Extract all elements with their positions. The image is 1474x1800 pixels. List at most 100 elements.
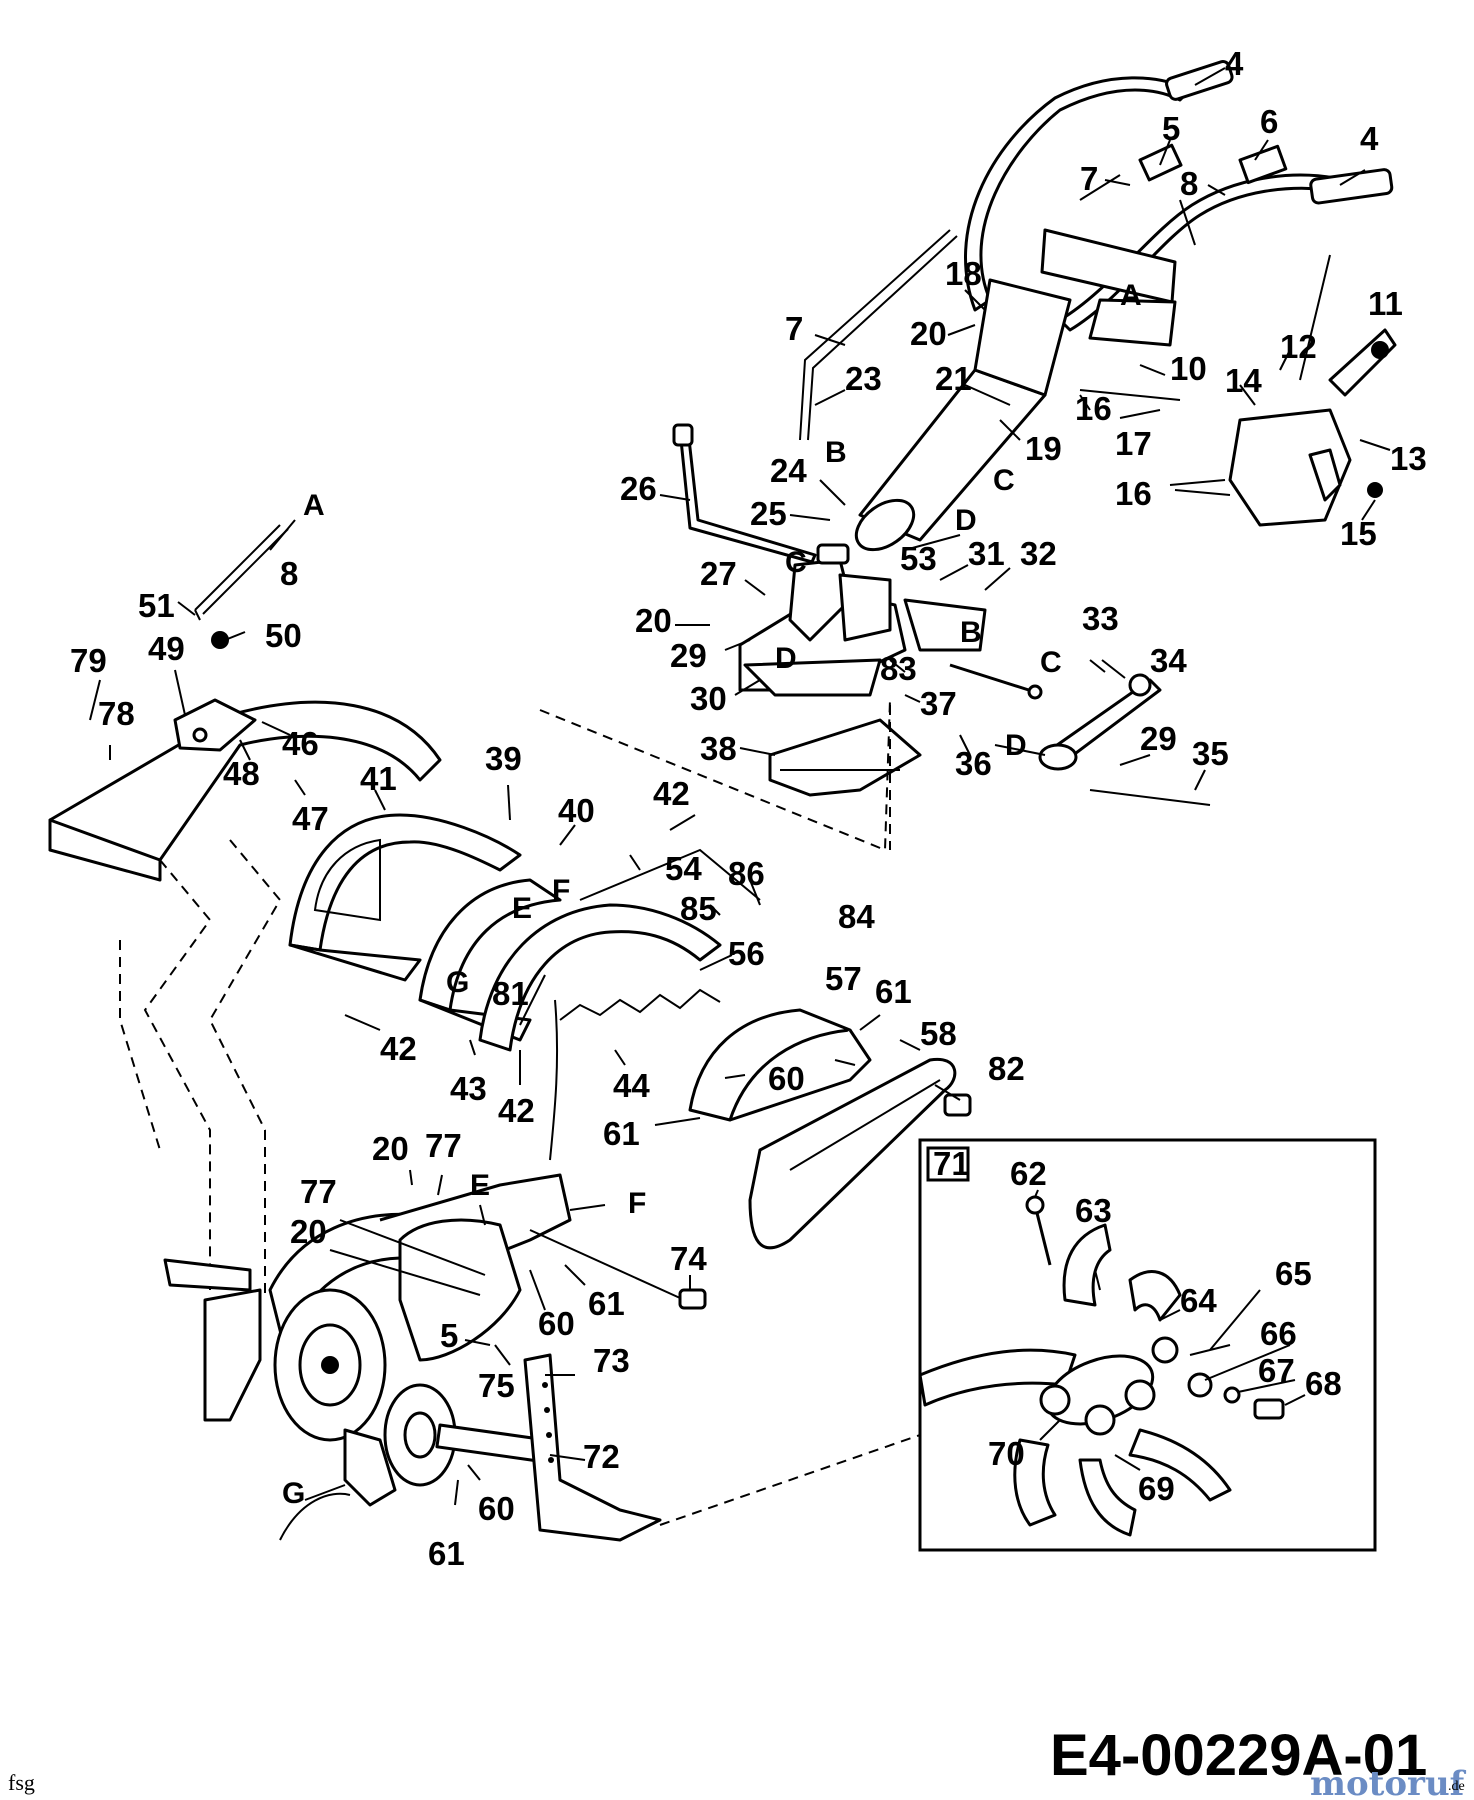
callout-16: 16 <box>1075 390 1112 427</box>
callout-A: A <box>303 489 325 522</box>
callout-58: 58 <box>920 1015 957 1052</box>
callout-G: G <box>446 966 469 999</box>
callout-49: 49 <box>148 630 185 667</box>
callout-65: 65 <box>1275 1255 1312 1292</box>
callout-83: 83 <box>880 650 917 687</box>
callout-20: 20 <box>635 602 672 639</box>
callout-12: 12 <box>1280 328 1317 365</box>
callout-23: 23 <box>845 360 882 397</box>
callout-14: 14 <box>1225 362 1262 399</box>
callout-57: 57 <box>825 960 862 997</box>
callout-70: 70 <box>988 1435 1025 1472</box>
transmission-housing <box>163 1173 921 1542</box>
callout-61: 61 <box>588 1285 625 1322</box>
callout-27: 27 <box>700 555 737 592</box>
callout-54: 54 <box>665 850 702 887</box>
callout-61: 61 <box>875 973 912 1010</box>
rear-shield-and-frame <box>48 524 442 1300</box>
callout-E: E <box>512 892 532 925</box>
callout-18: 18 <box>945 255 982 292</box>
callout-16: 16 <box>1115 475 1152 512</box>
callout-63: 63 <box>1075 1192 1112 1229</box>
callout-56: 56 <box>728 935 765 972</box>
callout-B: B <box>960 616 982 649</box>
callout-75: 75 <box>478 1367 515 1404</box>
callout-61: 61 <box>428 1535 465 1572</box>
callout-60: 60 <box>538 1305 575 1342</box>
callout-44: 44 <box>613 1067 650 1104</box>
callout-77: 77 <box>425 1127 462 1164</box>
callout-15: 15 <box>1340 515 1377 552</box>
callout-17: 17 <box>1115 425 1152 462</box>
callout-85: 85 <box>680 890 717 927</box>
callout-20: 20 <box>290 1213 327 1250</box>
callout-E: E <box>470 1169 490 1202</box>
callout-19: 19 <box>1025 430 1062 467</box>
callout-29: 29 <box>1140 720 1177 757</box>
callout-60: 60 <box>768 1060 805 1097</box>
callout-74: 74 <box>670 1240 707 1277</box>
callout-F: F <box>628 1187 646 1220</box>
callout-21: 21 <box>935 360 972 397</box>
tine-shields <box>288 813 972 1250</box>
callout-20: 20 <box>372 1130 409 1167</box>
callout-32: 32 <box>1020 535 1057 572</box>
inset-label-box <box>926 1146 970 1182</box>
callout-11: 11 <box>1368 285 1403 322</box>
callout-67: 67 <box>1258 1352 1295 1389</box>
inset-frame <box>918 1138 1377 1552</box>
callout-82: 82 <box>988 1050 1025 1087</box>
callout-D: D <box>775 642 797 675</box>
leader-lines <box>89 67 1391 1506</box>
footer-left-text: fsg <box>8 1770 35 1795</box>
callout-4: 4 <box>1225 45 1244 82</box>
callout-7: 7 <box>785 310 803 347</box>
callout-C: C <box>785 546 807 579</box>
callout-26: 26 <box>620 470 657 507</box>
callout-37: 37 <box>920 685 957 722</box>
callout-51: 51 <box>138 587 175 624</box>
callout-47: 47 <box>292 800 329 837</box>
callout-labels: 4 5 6 4 7 8 18 A 20 7 23 21 10 11 12 14 … <box>70 45 1427 1572</box>
mounting-bracket <box>539 423 1211 852</box>
callout-40: 40 <box>558 792 595 829</box>
callout-43: 43 <box>450 1070 487 1107</box>
callout-61: 61 <box>603 1115 640 1152</box>
callout-79: 79 <box>70 642 107 679</box>
callout-48: 48 <box>223 755 260 792</box>
callout-46: 46 <box>282 725 319 762</box>
callout-D: D <box>955 504 977 537</box>
callout-7: 7 <box>1080 160 1098 197</box>
inset-label: 71 <box>933 1145 970 1182</box>
callout-31: 31 <box>968 535 1005 572</box>
callout-39: 39 <box>485 740 522 777</box>
callout-41: 41 <box>360 760 397 797</box>
callout-53: 53 <box>900 540 937 577</box>
callout-13: 13 <box>1390 440 1427 477</box>
callout-F: F <box>552 874 570 907</box>
callout-30: 30 <box>690 680 727 717</box>
callout-42: 42 <box>380 1030 417 1067</box>
callout-36: 36 <box>955 745 992 782</box>
watermark: motoruf <box>1310 1764 1467 1800</box>
callout-86: 86 <box>728 855 765 892</box>
callout-64: 64 <box>1180 1282 1217 1319</box>
callout-5: 5 <box>1162 110 1180 147</box>
callout-8: 8 <box>280 555 298 592</box>
callout-66: 66 <box>1260 1315 1297 1352</box>
callout-81: 81 <box>492 975 529 1012</box>
callout-33: 33 <box>1082 600 1119 637</box>
watermark-suffix: .de <box>1448 1779 1465 1794</box>
inset-tine-assembly <box>918 1138 1377 1552</box>
callout-5: 5 <box>440 1317 458 1354</box>
callout-68: 68 <box>1305 1365 1342 1402</box>
callout-D: D <box>1005 729 1027 762</box>
callout-38: 38 <box>700 730 737 767</box>
callout-A: A <box>1120 279 1142 312</box>
callout-62: 62 <box>1010 1155 1047 1192</box>
callout-G: G <box>282 1477 305 1510</box>
callout-6: 6 <box>1260 103 1278 140</box>
callout-60: 60 <box>478 1490 515 1527</box>
callout-77: 77 <box>300 1173 337 1210</box>
